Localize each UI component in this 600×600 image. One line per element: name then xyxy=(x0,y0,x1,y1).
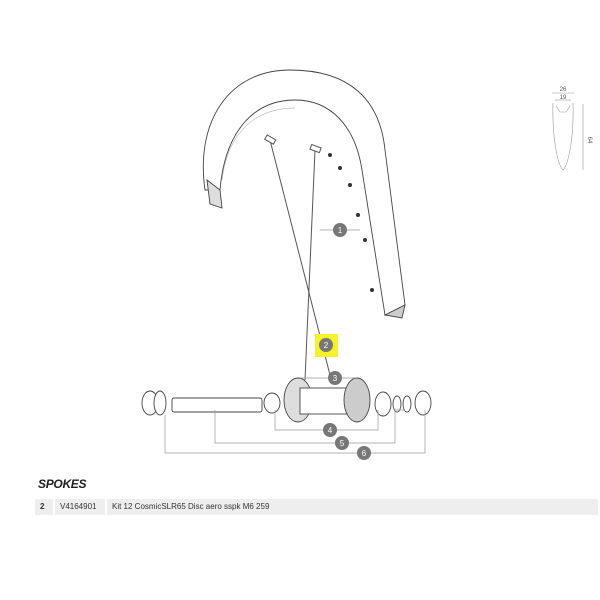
hub-drawing xyxy=(141,377,432,423)
part-code: V4164901 xyxy=(55,499,105,515)
dim-outer-width: 26 xyxy=(560,87,567,93)
section-title: SPOKES xyxy=(38,477,87,491)
callout-6: 6 xyxy=(362,449,367,458)
dim-inner-width: 19 xyxy=(560,95,567,101)
callout-2: 2 xyxy=(324,341,329,350)
part-description: Kit 12 CosmicSLR65 Disc aero sspk M6 259 xyxy=(107,499,598,515)
callout-5: 5 xyxy=(340,439,345,448)
table-row[interactable]: 2 V4164901 Kit 12 CosmicSLR65 Disc aero … xyxy=(35,499,600,515)
part-ref: 2 xyxy=(35,499,53,515)
rim-profile: 26 19 64 xyxy=(552,87,592,171)
callout-1: 1 xyxy=(338,226,343,235)
leader-lines xyxy=(164,229,426,454)
rim-nipples xyxy=(328,153,374,292)
dim-depth: 64 xyxy=(586,137,592,144)
callout-markers[interactable]: 1 2 3 4 5 6 xyxy=(319,223,371,460)
rim-drawing xyxy=(202,69,406,319)
callout-4: 4 xyxy=(328,426,333,435)
callout-3: 3 xyxy=(333,374,338,383)
